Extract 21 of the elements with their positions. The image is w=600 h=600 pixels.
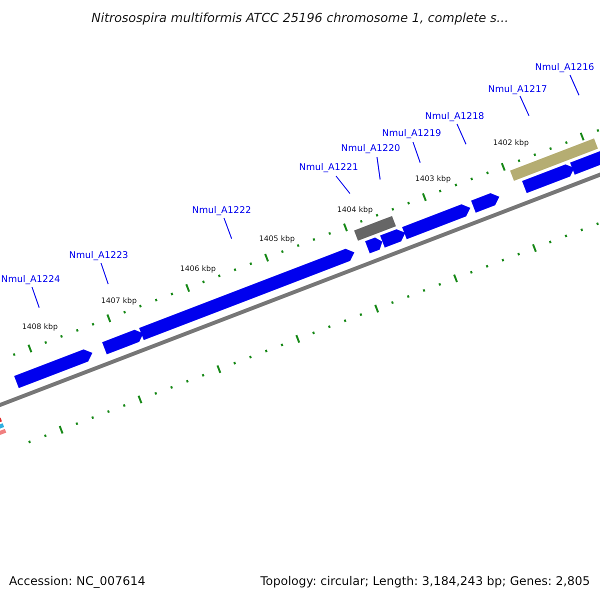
gene-label: Nmul_A1218 (425, 111, 484, 122)
gene-label: Nmul_A1216 (535, 62, 594, 73)
gene-label: Nmul_A1220 (341, 143, 400, 154)
leader-line (32, 286, 40, 308)
title: Nitrosospira multiformis ATCC 25196 chromosome 1, complete s... (90, 10, 510, 25)
gene-label: Nmul_A1223 (69, 250, 128, 261)
leader-line (100, 262, 109, 285)
gene-label: Nmul_A1221 (299, 162, 358, 173)
leader-line (336, 176, 350, 194)
leader-line (456, 124, 466, 145)
footer-text: Topology: circular; Length: 3,184,243 bp; Genes: 2,805 (260, 574, 590, 588)
gene-label: Nmul_A1222 (192, 205, 252, 216)
leader-line (224, 218, 232, 240)
leader-line (412, 142, 421, 164)
gene-label: Nmul_A1217 (488, 84, 548, 95)
leader-line (376, 156, 381, 180)
leader-line (570, 74, 580, 96)
leader-line (520, 96, 530, 116)
gene-label: Nmul_A1224 (1, 274, 60, 285)
gene-label: Nmul_A1219 (382, 128, 442, 139)
footer-text: Accession: NC_007614 (9, 574, 146, 588)
